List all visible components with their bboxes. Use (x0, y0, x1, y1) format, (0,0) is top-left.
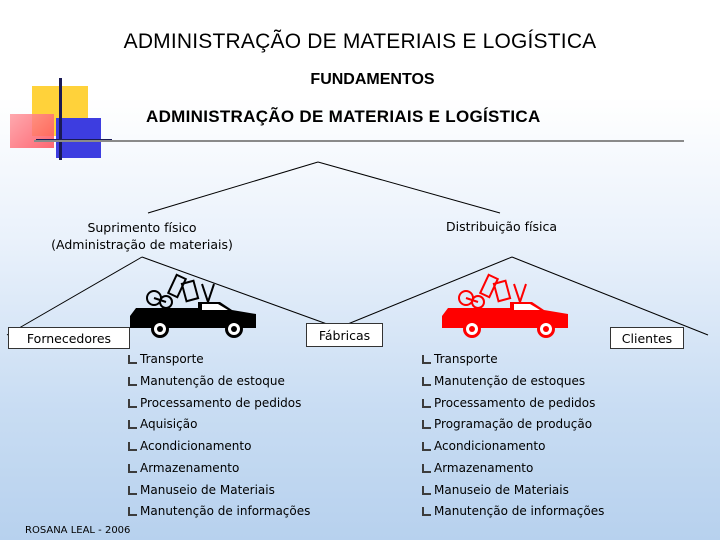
right-activities-list: Transporte Manutenção de estoques Proces… (422, 352, 702, 522)
list-item: Transporte (128, 352, 204, 366)
bullet-arrow-icon (128, 399, 137, 408)
title-divider (34, 140, 684, 142)
list-item: Manutenção de estoque (128, 374, 285, 388)
suppliers-box: Fornecedores (8, 327, 130, 349)
bullet-arrow-icon (422, 442, 431, 451)
bullet-arrow-icon (128, 464, 137, 473)
right-branch-label: Distribuição física (446, 219, 557, 234)
page-subtitle: FUNDAMENTOS (310, 71, 435, 88)
list-item: Processamento de pedidos (128, 396, 301, 410)
bullet-arrow-icon (422, 464, 431, 473)
bullet-arrow-icon (422, 377, 431, 386)
line-top-right (317, 161, 501, 214)
line-right-up (337, 256, 513, 329)
line-right-down (511, 256, 709, 336)
list-item: Manutenção de informações (422, 504, 604, 518)
bullet-arrow-icon (422, 399, 431, 408)
logo-blue-block (56, 118, 101, 158)
left-branch-line2: (Administração de materiais) (51, 237, 233, 252)
bullet-arrow-icon (128, 377, 137, 386)
line-top-left (147, 161, 319, 214)
list-item: Manutenção de estoques (422, 374, 585, 388)
list-item: Manuseio de Materiais (422, 483, 569, 497)
left-activities-list: Transporte Manutenção de estoque Process… (128, 352, 388, 522)
logo-red-block (10, 114, 54, 148)
bullet-arrow-icon (422, 507, 431, 516)
list-item: Transporte (422, 352, 498, 366)
bullet-arrow-icon (128, 420, 137, 429)
bullet-arrow-icon (128, 355, 137, 364)
bullet-arrow-icon (128, 486, 137, 495)
list-item: Programação de produção (422, 417, 592, 431)
list-item: Acondicionamento (128, 439, 251, 453)
list-item: Aquisição (128, 417, 197, 431)
truck-left-icon (130, 273, 256, 338)
left-branch-label: Suprimento físico (Administração de mate… (42, 220, 242, 252)
logo-vertical-line (59, 78, 62, 160)
list-item: Manutenção de informações (128, 504, 310, 518)
left-branch-line1: Suprimento físico (87, 220, 197, 235)
section-heading: ADMINISTRAÇÃO DE MATERIAIS E LOGÍSTICA (146, 107, 541, 126)
factories-box: Fábricas (306, 323, 383, 347)
page-title: ADMINISTRAÇÃO DE MATERIAIS E LOGÍSTICA (123, 30, 597, 53)
list-item: Acondicionamento (422, 439, 545, 453)
bullet-arrow-icon (128, 507, 137, 516)
footer-credit: ROSANA LEAL - 2006 (25, 525, 131, 536)
bullet-arrow-icon (128, 442, 137, 451)
bullet-arrow-icon (422, 420, 431, 429)
bullet-arrow-icon (422, 486, 431, 495)
clients-box: Clientes (610, 327, 684, 349)
truck-right-icon (442, 273, 568, 338)
bullet-arrow-icon (422, 355, 431, 364)
list-item: Processamento de pedidos (422, 396, 595, 410)
list-item: Manuseio de Materiais (128, 483, 275, 497)
line-left-up (6, 256, 143, 336)
line-left-down (141, 256, 339, 329)
list-item: Armazenamento (128, 461, 239, 475)
list-item: Armazenamento (422, 461, 533, 475)
